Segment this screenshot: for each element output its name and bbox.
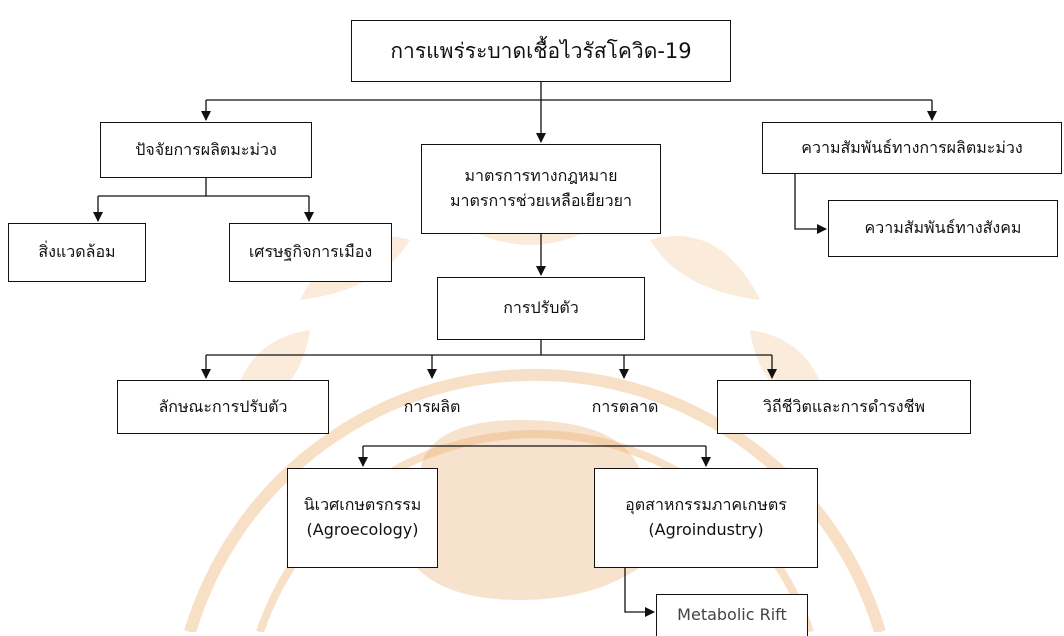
measures-line1: มาตรการทางกฎหมาย	[464, 166, 618, 186]
political-economy-node: เศรษฐกิจการเมือง	[229, 223, 392, 282]
arrow-to-metabolic-rift	[624, 568, 655, 617]
political-economy-label: เศรษฐกิจการเมือง	[248, 242, 373, 262]
social-relations-label: ความสัมพันธ์ทางสังคม	[864, 218, 1022, 238]
agroecology-node: นิเวศเกษตรกรรม (Agroecology)	[287, 468, 438, 568]
social-relations-node: ความสัมพันธ์ทางสังคม	[828, 200, 1058, 257]
livelihood-node: วิถีชีวิตและการดำรงชีพ	[717, 380, 971, 434]
root-label: การแพร่ระบาดเชื้อไวรัสโควิด-19	[390, 38, 692, 63]
marketing-node: การตลาด	[566, 380, 684, 434]
agroecology-line2: (Agroecology)	[306, 520, 419, 539]
arrow-to-social-relations	[794, 174, 827, 234]
metabolic-rift-node: Metabolic Rift	[656, 594, 808, 636]
metabolic-rift-label: Metabolic Rift	[677, 605, 787, 625]
root-node: การแพร่ระบาดเชื้อไวรัสโควิด-19	[351, 20, 731, 82]
marketing-label: การตลาด	[591, 396, 659, 416]
factors-label: ปัจจัยการผลิตมะม่วง	[135, 139, 277, 159]
relations-label: ความสัมพันธ์ทางการผลิตมะม่วง	[801, 137, 1023, 157]
agroindustry-line2: (Agroindustry)	[648, 520, 764, 539]
environment-label: สิ่งแวดล้อม	[38, 242, 116, 262]
agroindustry-line1: อุตสาหกรรมภาคเกษตร	[625, 495, 787, 515]
measures-node: มาตรการทางกฎหมาย มาตรการช่วยเหลือเยียวยา	[421, 144, 661, 234]
agroecology-line1: นิเวศเกษตรกรรม	[303, 495, 422, 515]
livelihood-label: วิถีชีวิตและการดำรงชีพ	[762, 396, 926, 416]
adaptation-type-label: ลักษณะการปรับตัว	[158, 396, 288, 416]
production-label: การผลิต	[403, 396, 461, 416]
production-node: การผลิต	[380, 380, 484, 434]
adaptation-node: การปรับตัว	[437, 277, 645, 340]
factors-node: ปัจจัยการผลิตมะม่วง	[100, 122, 312, 178]
measures-line2: มาตรการช่วยเหลือเยียวยา	[450, 191, 632, 210]
relations-node: ความสัมพันธ์ทางการผลิตมะม่วง	[762, 122, 1062, 174]
agroindustry-node: อุตสาหกรรมภาคเกษตร (Agroindustry)	[594, 468, 818, 568]
environment-node: สิ่งแวดล้อม	[8, 223, 146, 282]
adaptation-label: การปรับตัว	[503, 298, 579, 318]
adaptation-type-node: ลักษณะการปรับตัว	[117, 380, 329, 434]
